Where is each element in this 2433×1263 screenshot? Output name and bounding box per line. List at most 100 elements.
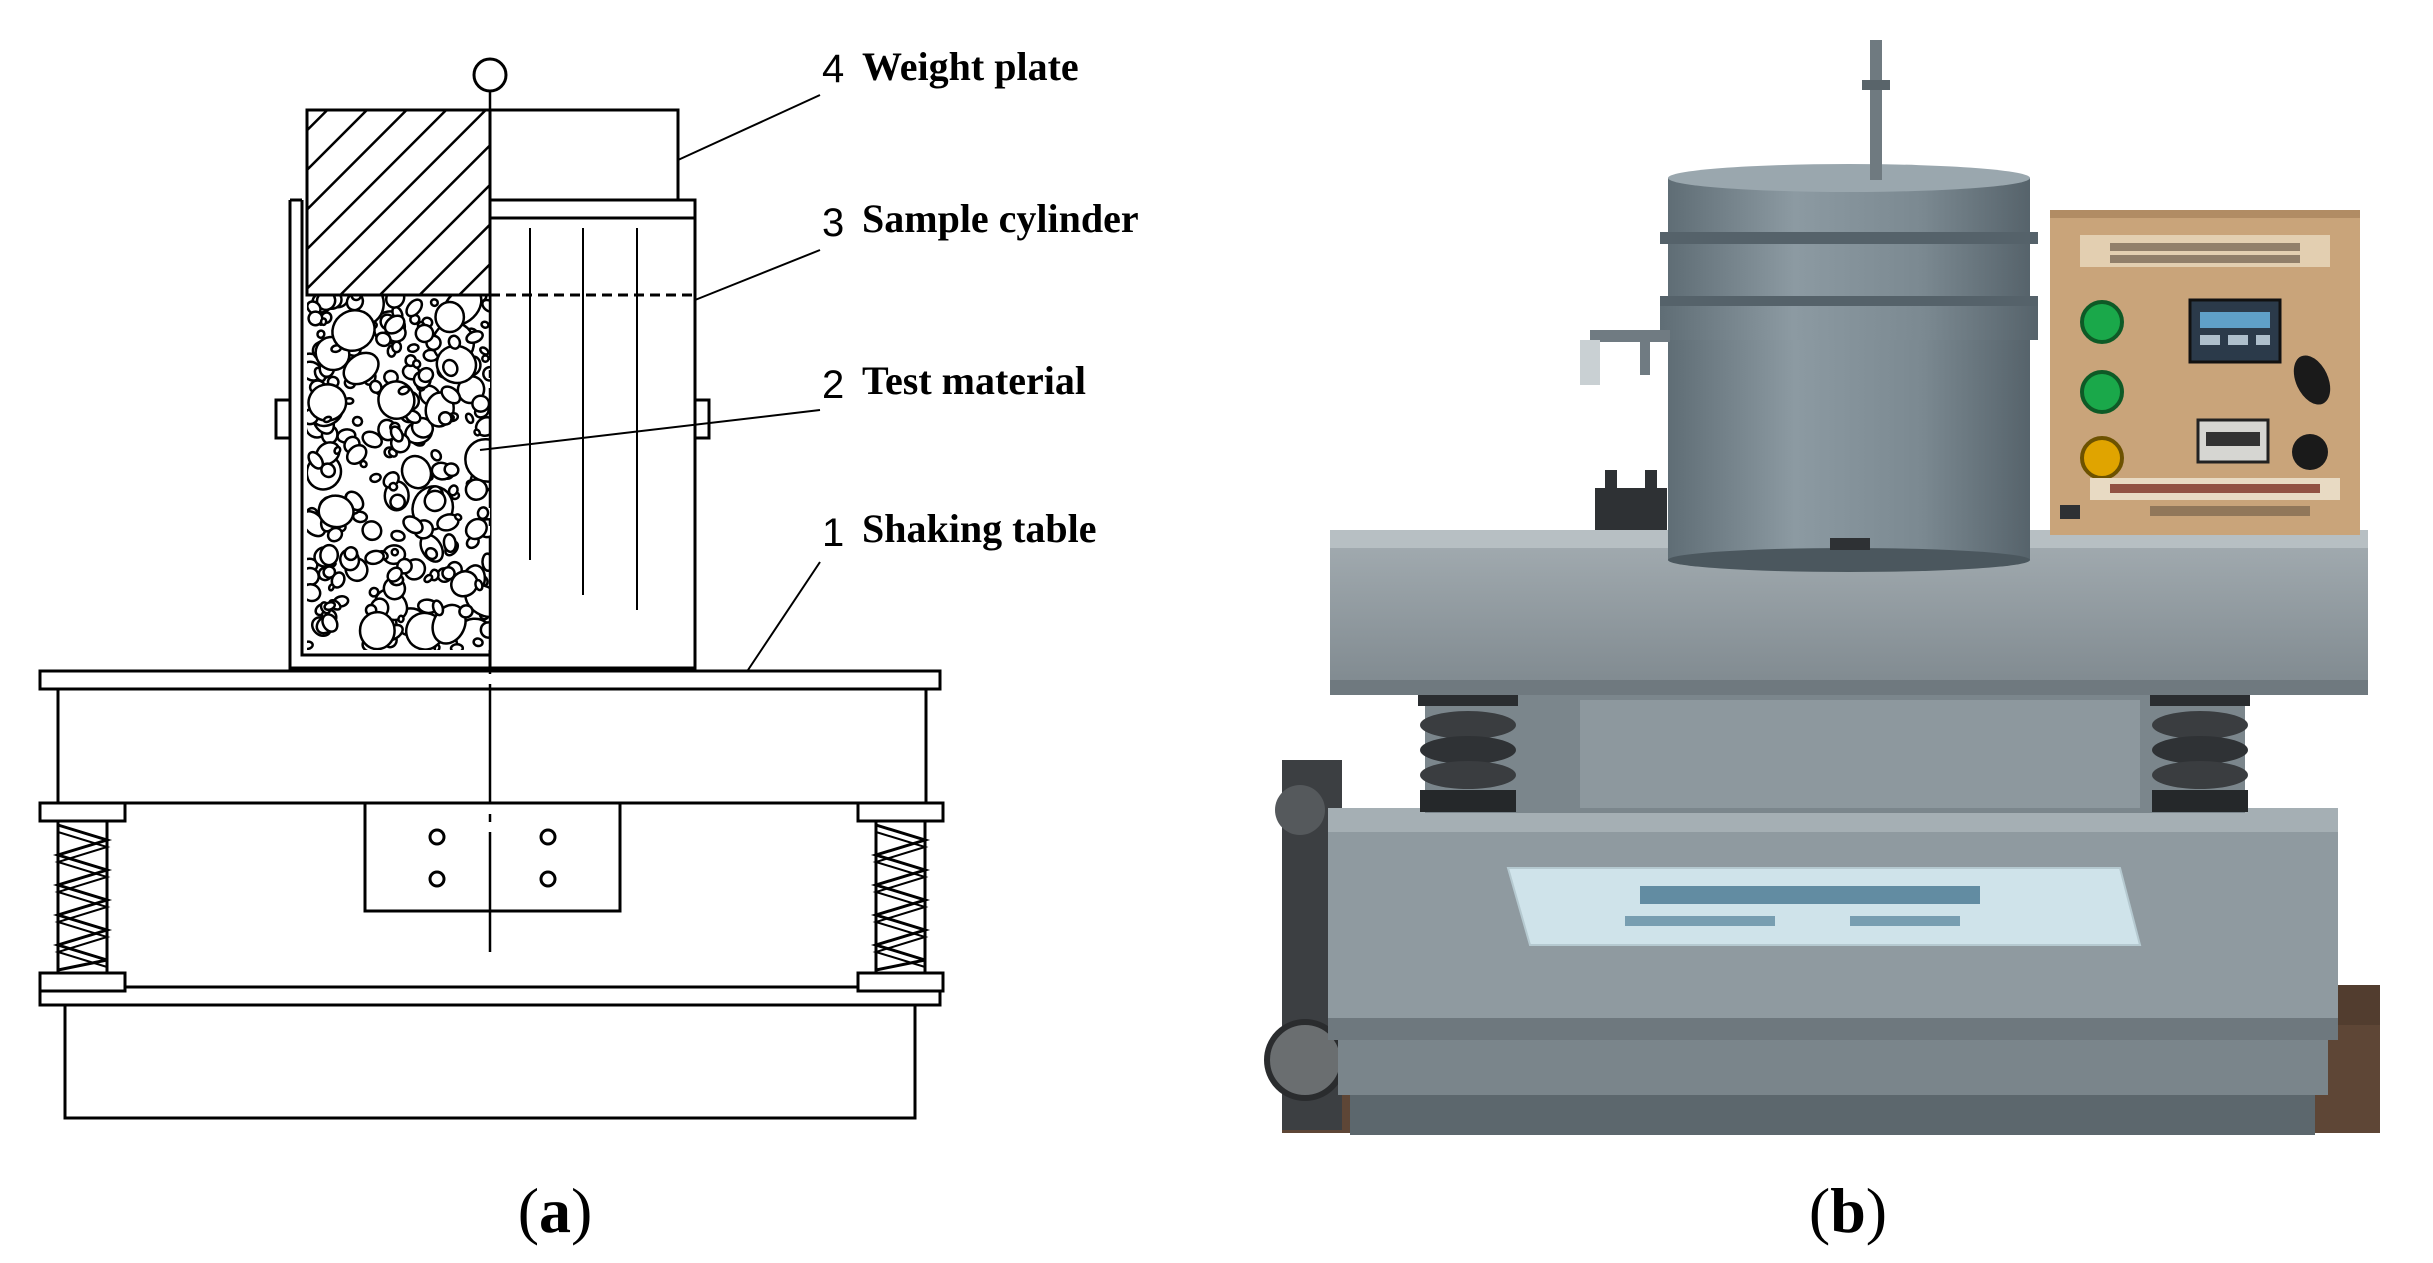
pebble <box>391 340 403 354</box>
pebble <box>464 437 490 483</box>
weight-plate <box>305 57 680 297</box>
pebble <box>437 410 453 426</box>
pebble <box>433 643 441 650</box>
pebble <box>361 520 383 542</box>
pebble <box>319 543 340 567</box>
pebble <box>481 354 490 363</box>
leader-lines <box>479 94 821 671</box>
svg-text:Test material: Test material <box>862 358 1086 403</box>
pebble <box>400 454 433 490</box>
pebble <box>397 385 411 396</box>
pebble <box>424 547 439 561</box>
pebble <box>423 573 434 584</box>
pebble <box>442 358 459 378</box>
pebble <box>369 472 382 484</box>
pebble <box>430 448 443 462</box>
pebble <box>317 494 355 529</box>
pebble <box>473 428 481 437</box>
photo-spring-right <box>2150 690 2250 812</box>
svg-text:2: 2 <box>822 363 844 407</box>
pebble <box>323 600 337 612</box>
pebble <box>331 308 376 353</box>
pebble <box>322 565 337 579</box>
pebble <box>386 566 403 583</box>
pebble <box>479 346 490 356</box>
pebble <box>319 317 328 327</box>
pebble <box>464 478 489 501</box>
pebble <box>434 300 466 334</box>
vibration-motor <box>363 801 622 913</box>
svg-text:Sample cylinder: Sample cylinder <box>862 196 1139 241</box>
callout-weight-plate: 4 Weight plate <box>822 44 1079 91</box>
pebble <box>389 425 404 443</box>
svg-text:4: 4 <box>822 47 844 91</box>
pebble <box>442 533 457 554</box>
callout-test-material: 2 Test material <box>822 358 1086 407</box>
pebble <box>389 493 406 511</box>
pebble <box>447 334 462 350</box>
pebble <box>307 450 325 470</box>
base-frame <box>63 1003 917 1120</box>
right-spring <box>856 801 945 993</box>
pebble <box>327 583 335 592</box>
pebble <box>397 614 405 624</box>
pebble <box>479 621 490 639</box>
callout-sample-cylinder: 3 Sample cylinder <box>822 196 1139 245</box>
pebble <box>361 430 383 449</box>
pebble <box>384 295 406 309</box>
left-spring <box>38 801 127 993</box>
callout-shaking-table: 1 Shaking table <box>822 506 1097 555</box>
pebble <box>464 412 475 425</box>
panel-label-b: (b) <box>1809 1175 1887 1246</box>
schematic-diagram: 4 Weight plate 3 Sample cylinder 2 Test … <box>38 44 1139 1246</box>
pebble <box>375 331 392 348</box>
panel-label-a: (a) <box>518 1175 593 1246</box>
pebble <box>411 359 422 369</box>
pebble <box>471 394 490 413</box>
pebble <box>333 445 342 455</box>
pebble <box>481 552 490 573</box>
pebble <box>414 323 435 344</box>
test-material <box>307 295 490 650</box>
pebble <box>449 643 465 650</box>
pebble <box>388 481 399 492</box>
pebble <box>431 599 445 617</box>
pebble <box>423 489 447 513</box>
pebble <box>480 320 490 329</box>
pebble <box>307 640 314 650</box>
pebble <box>458 604 474 619</box>
base-plate <box>38 985 942 1007</box>
pebble <box>450 570 479 598</box>
pebble <box>440 385 462 405</box>
pebble <box>390 547 400 557</box>
pebble <box>429 298 439 308</box>
pebble <box>417 366 435 384</box>
svg-text:Shaking table: Shaking table <box>862 506 1097 551</box>
pebble <box>351 415 364 427</box>
pebble <box>464 517 488 541</box>
pebble <box>368 379 383 394</box>
pebble <box>322 415 333 424</box>
control-panel <box>2050 210 2360 535</box>
photo-spring-left <box>1418 690 1518 812</box>
manufacturer-plaque <box>1506 867 2142 946</box>
pebble <box>307 582 322 603</box>
pebble <box>358 610 396 650</box>
pebble <box>383 314 406 335</box>
pebble <box>447 484 459 497</box>
pebble <box>453 513 463 522</box>
pebble <box>345 443 368 466</box>
machine-photo: (b) <box>1264 40 2380 1246</box>
pebble <box>368 586 380 598</box>
pebble <box>472 637 484 648</box>
pebble <box>443 462 460 478</box>
pebble <box>406 343 420 354</box>
pebble <box>390 529 406 542</box>
pebble <box>402 515 424 535</box>
pebble <box>307 310 324 327</box>
pebble <box>474 578 484 592</box>
pebble <box>321 613 339 633</box>
pebble <box>342 351 380 386</box>
photo-cylinder <box>1580 40 2038 572</box>
